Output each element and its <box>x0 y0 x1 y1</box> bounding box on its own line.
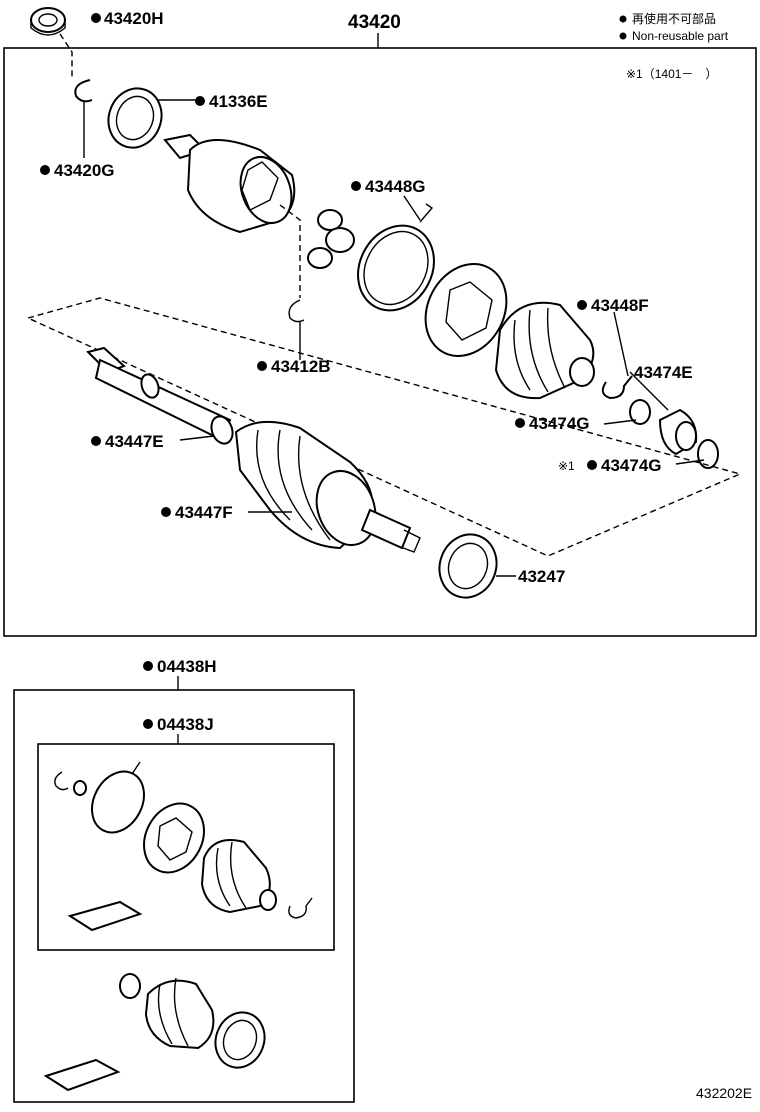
damper-43474E <box>629 399 719 469</box>
label-43247: 43247 <box>518 567 565 586</box>
bullet-43448G <box>351 181 361 191</box>
outboard-boot-kit-contents <box>43 973 266 1092</box>
inboard-boot-kit-contents <box>54 761 313 932</box>
boot-outboard <box>234 420 421 553</box>
label-43412B: 43412B <box>271 357 331 376</box>
boot-inboard-ring <box>424 263 508 357</box>
bullet-43412B <box>257 361 267 371</box>
boot-kit-frame <box>13 689 355 1103</box>
main-assembly-frame <box>3 47 757 637</box>
legend: 再使用不可部品 Non-reusable part <box>619 11 729 43</box>
snap-ring-43412B <box>288 299 305 323</box>
dust-seal-43247 <box>438 533 498 599</box>
snap-ring-43420G <box>74 79 93 103</box>
inboard-boot-kit-frame <box>37 743 335 951</box>
label-43447F: 43447F <box>175 503 233 522</box>
label-43474G-a: 43474G <box>529 414 590 433</box>
bullet-43448F <box>577 300 587 310</box>
applicability-note: ※1（1401－ ） <box>626 67 717 81</box>
bullet-41336E <box>195 96 205 106</box>
label-04438H: 04438H <box>157 657 217 676</box>
tripod-joint <box>307 209 355 269</box>
label-41336E: 41336E <box>209 92 268 111</box>
bullet-43420G <box>40 165 50 175</box>
bullet-43420H <box>91 13 101 23</box>
label-04438J: 04438J <box>157 715 214 734</box>
note-mark: ※1 <box>558 459 575 473</box>
bullet-43474G-a <box>515 418 525 428</box>
label-43448F: 43448F <box>591 296 649 315</box>
bullet-04438J <box>143 719 153 729</box>
boot-inboard <box>494 301 595 400</box>
label-43420G: 43420G <box>54 161 115 180</box>
diagram-id: 432202E <box>696 1085 752 1101</box>
label-43420: 43420 <box>348 12 401 33</box>
legend-bullet-jp <box>619 15 627 23</box>
label-43474G-b: 43474G <box>601 456 662 475</box>
legend-bullet-en <box>619 32 627 40</box>
legend-en: Non-reusable part <box>632 29 729 43</box>
bullet-43474G-b <box>587 460 597 470</box>
bullet-04438H <box>143 661 153 671</box>
label-43447E: 43447E <box>105 432 164 451</box>
label-43448G: 43448G <box>365 177 426 196</box>
bullet-43447E <box>91 436 101 446</box>
clamp-band-43448G <box>357 203 435 312</box>
legend-jp: 再使用不可部品 <box>632 11 716 26</box>
oil-seal-41336E <box>107 87 163 149</box>
inboard-joint-housing <box>163 133 296 234</box>
label-43474E: 43474E <box>634 363 693 382</box>
bullet-43447F <box>161 507 171 517</box>
label-43420H: 43420H <box>104 9 164 28</box>
clamp-43448F <box>601 375 633 400</box>
drive-shaft <box>86 346 234 445</box>
bearing-43420H <box>30 7 66 36</box>
